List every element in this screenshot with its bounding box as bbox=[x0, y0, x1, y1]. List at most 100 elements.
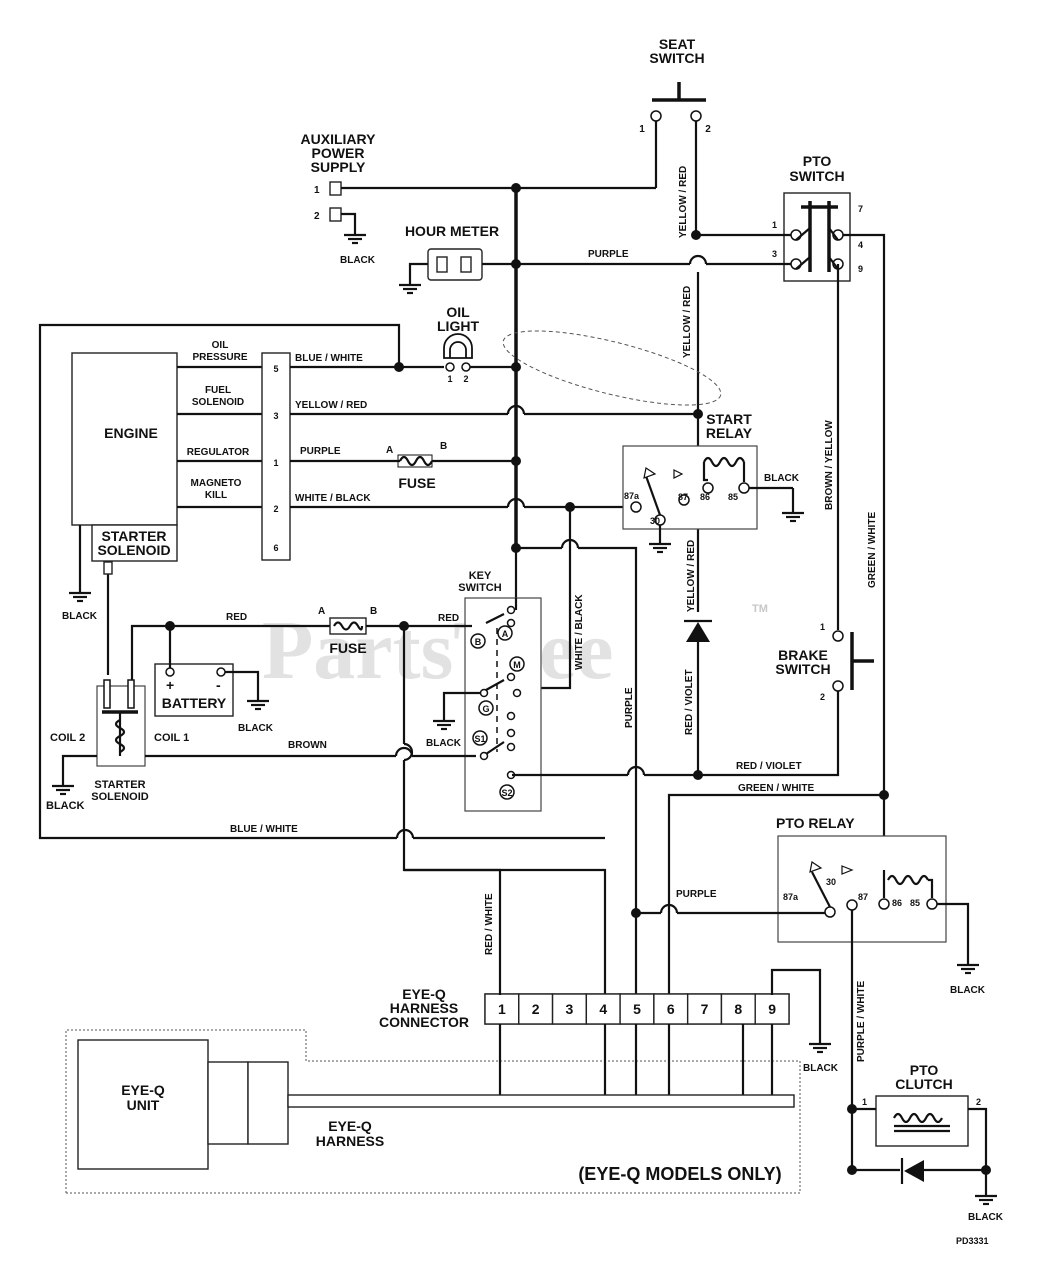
wire-label: YELLOW / RED bbox=[686, 540, 697, 612]
wire-label: BLUE / WHITE bbox=[295, 353, 363, 364]
key-pos: B bbox=[475, 637, 482, 647]
wire-label: BLACK bbox=[340, 255, 376, 266]
wire-label: BLACK bbox=[968, 1212, 1004, 1223]
wire-label: BLACK bbox=[803, 1063, 839, 1074]
pin-label: 3 bbox=[273, 411, 278, 421]
pin-label: 85 bbox=[910, 898, 920, 908]
pto-clutch: PTO CLUTCH 1 2 bbox=[862, 1062, 981, 1147]
pin-label: 7 bbox=[858, 204, 863, 214]
pin-label: B bbox=[440, 441, 447, 452]
start-relay: START RELAY 87a 87 86 85 30 bbox=[622, 411, 758, 530]
key-pos: A bbox=[502, 629, 509, 639]
harness-pin-label: 8 bbox=[734, 1001, 742, 1017]
pin-label: 6 bbox=[273, 543, 278, 553]
signal-label: KILL bbox=[205, 490, 227, 501]
pin-label: 1 bbox=[862, 1097, 867, 1107]
pto-clutch-label: PTO bbox=[910, 1062, 939, 1078]
starter-solenoid-lower-label-2: SOLENOID bbox=[91, 791, 149, 803]
auxiliary-power-supply: AUXILIARY POWER SUPPLY 1 2 BLACK bbox=[301, 131, 377, 266]
wire-label: BROWN bbox=[288, 740, 327, 751]
pin-label: 9 bbox=[858, 264, 863, 274]
pin-label: A bbox=[386, 445, 393, 456]
wire-label: PURPLE bbox=[676, 889, 717, 900]
wire-label: WHITE / BLACK bbox=[295, 493, 371, 504]
wire-label: GREEN / WHITE bbox=[867, 512, 878, 588]
pin-label: 87a bbox=[783, 892, 799, 902]
coil2-label: COIL 2 bbox=[50, 732, 85, 744]
oil-light-label-2: LIGHT bbox=[437, 318, 479, 334]
battery-minus: - bbox=[216, 677, 221, 693]
signal-label: PRESSURE bbox=[192, 352, 247, 363]
coil1-label: COIL 1 bbox=[154, 732, 189, 744]
key-pos: S2 bbox=[501, 788, 512, 798]
engine: ENGINE STARTER SOLENOID OIL PRESSURE FUE… bbox=[62, 340, 291, 622]
oil-light-label: OIL bbox=[446, 304, 470, 320]
hour-meter-label: HOUR METER bbox=[405, 223, 499, 239]
pin-label: 2 bbox=[820, 692, 825, 702]
harness-pin-label: 7 bbox=[701, 1001, 709, 1017]
pin-label: 2 bbox=[976, 1097, 981, 1107]
harness-pin-cell bbox=[551, 993, 588, 1025]
harness-pin-label: 3 bbox=[566, 1001, 574, 1017]
eyeq-conn-label-2: HARNESS bbox=[390, 1000, 458, 1016]
pin-label: 2 bbox=[314, 211, 320, 222]
wire-label: PURPLE / WHITE bbox=[856, 981, 867, 1062]
starter-solenoid: COIL 2 COIL 1 STARTER SOLENOID bbox=[50, 561, 189, 803]
wire-label: BLACK bbox=[764, 473, 800, 484]
pin-label: 30 bbox=[826, 877, 836, 887]
start-relay-label: START bbox=[706, 411, 752, 427]
main-fuse: A B FUSE bbox=[318, 606, 377, 656]
harness-pin-cell bbox=[754, 993, 790, 1025]
aux-label: AUXILIARY bbox=[301, 131, 377, 147]
wire-label: RED / WHITE bbox=[484, 893, 495, 955]
pto-switch: PTO SWITCH 1 3 7 4 9 bbox=[772, 153, 863, 282]
signal-label: MAGNETO bbox=[191, 478, 242, 489]
harness-pin-cell bbox=[619, 993, 655, 1025]
eyeq-unit-label: EYE-Q bbox=[121, 1082, 165, 1098]
pin-label: 86 bbox=[892, 898, 902, 908]
pin-label: 1 bbox=[639, 124, 645, 135]
pin-label: 86 bbox=[700, 492, 710, 502]
seat-switch-label-2: SWITCH bbox=[649, 50, 704, 66]
wire-label: BLACK bbox=[238, 723, 274, 734]
battery: BATTERY + - bbox=[154, 663, 234, 717]
harness-pin-label: 4 bbox=[599, 1001, 607, 1017]
signal-label: REGULATOR bbox=[187, 447, 250, 458]
engine-label: ENGINE bbox=[104, 425, 158, 441]
key-switch-label-2: SWITCH bbox=[458, 582, 501, 594]
watermark-tm: TM bbox=[752, 603, 768, 615]
diagram-code: PD3331 bbox=[956, 1236, 989, 1246]
wire-label: PURPLE bbox=[588, 249, 629, 260]
pto-switch-label: PTO bbox=[803, 153, 832, 169]
harness-pin-label: 6 bbox=[667, 1001, 675, 1017]
harness-pin-label: 9 bbox=[768, 1001, 776, 1017]
pto-relay: PTO RELAY 87a 30 87 86 85 bbox=[776, 815, 947, 943]
hour-meter: HOUR METER bbox=[399, 223, 499, 295]
wire-label: YELLOW / RED bbox=[682, 286, 693, 358]
wire-label: BLACK bbox=[426, 738, 462, 749]
wire-label: BROWN / YELLOW bbox=[824, 420, 835, 510]
key-switch-label: KEY bbox=[469, 570, 492, 582]
brake-switch-label: BRAKE bbox=[778, 647, 828, 663]
eyeq-conn-label-3: CONNECTOR bbox=[379, 1014, 469, 1030]
wire-label: GREEN / WHITE bbox=[738, 783, 814, 794]
battery-plus: + bbox=[166, 677, 174, 693]
wire-label: RED / VIOLET bbox=[736, 761, 802, 772]
oil-light: OIL LIGHT 1 2 bbox=[437, 304, 479, 384]
fuse-label: FUSE bbox=[329, 640, 366, 656]
key-pos: M bbox=[513, 660, 521, 670]
pin-label: 2 bbox=[463, 374, 468, 384]
wire-label: PURPLE bbox=[300, 446, 341, 457]
wire-label: YELLOW / RED bbox=[678, 166, 689, 238]
eyeq-harness-label: EYE-Q bbox=[328, 1118, 372, 1134]
pin-label: 1 bbox=[447, 374, 452, 384]
aux-label-2: POWER bbox=[312, 145, 365, 161]
eyeq-models-note: (EYE-Q MODELS ONLY) bbox=[578, 1164, 781, 1184]
signal-label: FUEL bbox=[205, 385, 231, 396]
aux-label-3: SUPPLY bbox=[311, 159, 366, 175]
seat-switch-label: SEAT bbox=[659, 36, 696, 52]
engine-fuse: A B FUSE bbox=[386, 441, 447, 491]
eyeq-harness-label-2: HARNESS bbox=[316, 1133, 384, 1149]
signal-label: SOLENOID bbox=[192, 397, 244, 408]
